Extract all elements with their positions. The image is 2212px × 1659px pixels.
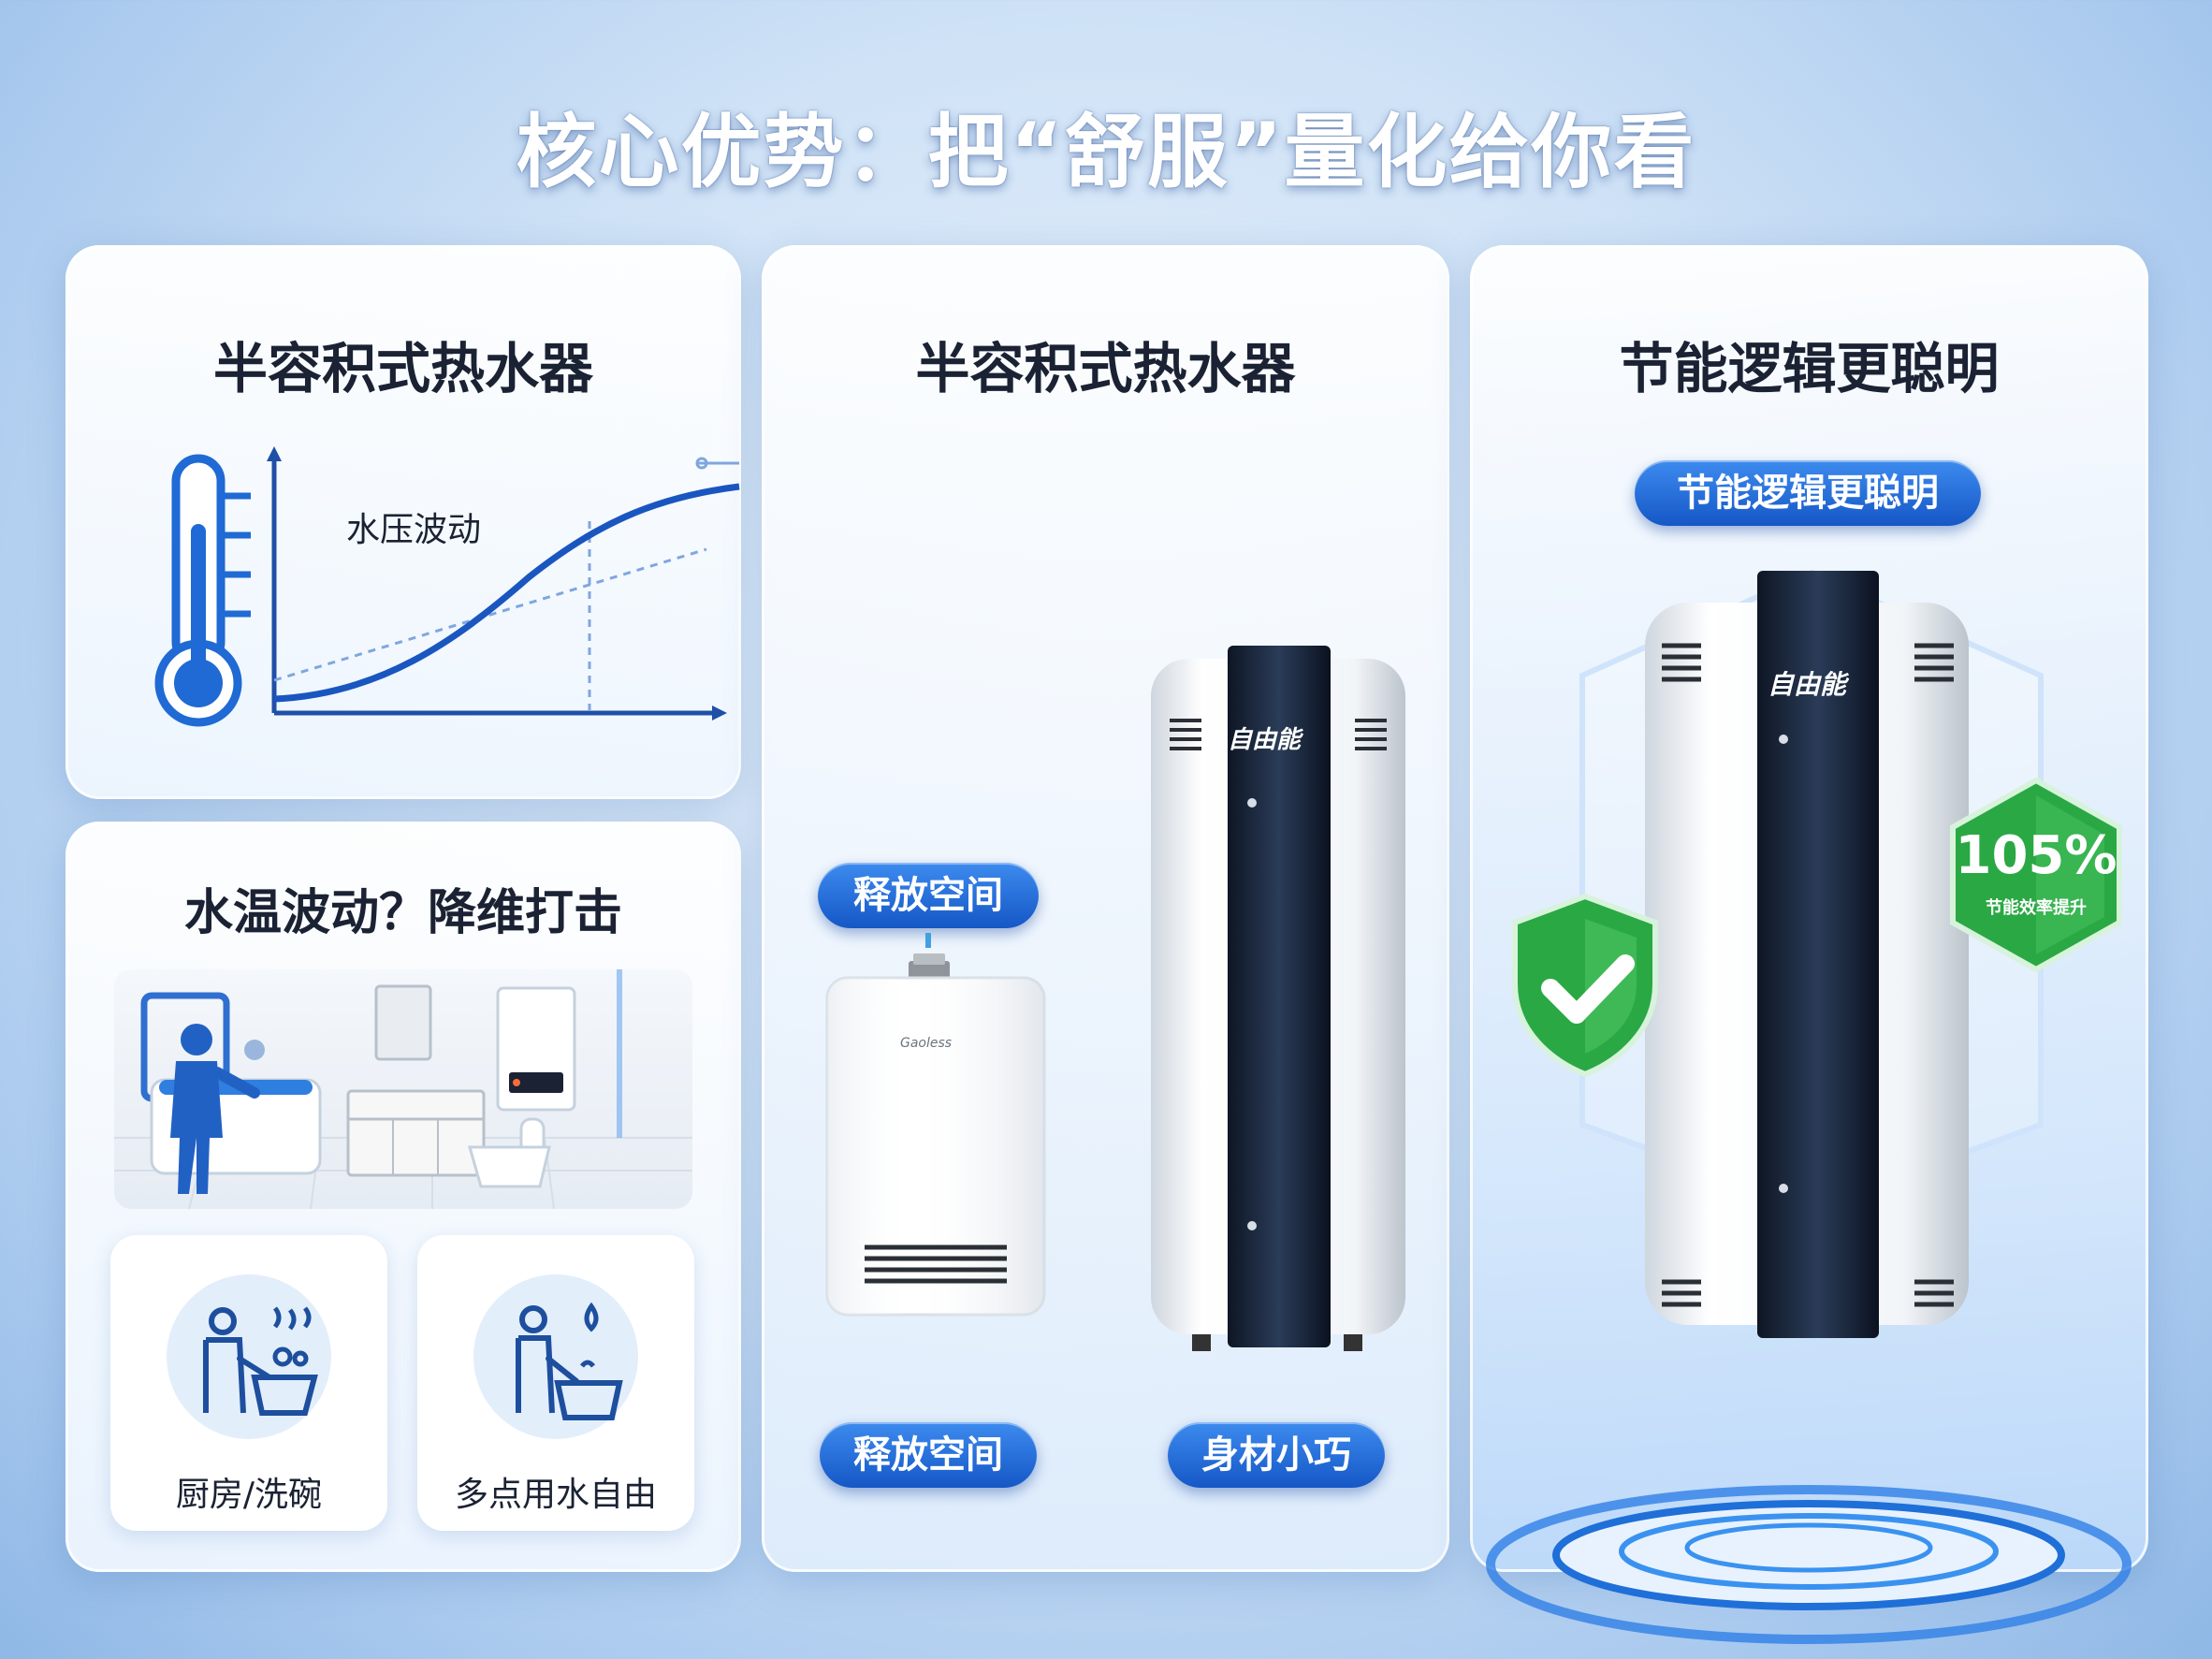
tall-water-heater-image: [1151, 646, 1405, 1351]
glowing-platform: [1486, 1485, 2132, 1644]
chart-label: 水压波动: [346, 511, 482, 549]
kitchen-washing-icon: [167, 1274, 331, 1439]
badge-compact-size: 身材小巧: [1168, 1422, 1385, 1488]
badge-energy-saving: 节能逻辑更聪明: [1635, 460, 1981, 526]
page-title: 核心优势：把“舒服”量化给你看: [516, 106, 1696, 199]
card-title: 半容积式热水器: [212, 337, 593, 400]
card-title: 水温波动？降维打击: [183, 885, 622, 941]
thermometer-icon: [154, 454, 251, 727]
shield-check-icon: [1512, 893, 1658, 1078]
multi-point-water-icon: [473, 1274, 638, 1439]
card-pressure-chart: 半容积式热水器 水压波动: [65, 245, 741, 799]
efficiency-caption: 节能效率提升: [1986, 898, 2087, 918]
feature-card-multi-point[interactable]: 多点用水自由: [417, 1235, 694, 1531]
feature-card-kitchen[interactable]: 厨房/洗碗: [110, 1235, 387, 1531]
badge-release-space: 释放空间: [820, 1422, 1037, 1488]
bathroom-scene-image: [114, 969, 692, 1209]
card-energy-saving: 节能逻辑更聪明 节能逻辑更聪明: [1470, 245, 2148, 1644]
badge-release-space-top: 释放空间: [818, 863, 1039, 928]
feature-label: 多点用水自由: [454, 1476, 657, 1514]
bathroom-illustration: [114, 969, 692, 1209]
card-title: 半容积式热水器: [915, 337, 1296, 400]
energy-heater-brand: 自由能: [1768, 669, 1847, 700]
feature-label: 厨房/洗碗: [175, 1476, 323, 1514]
card-comparison: 半容积式热水器 释放空间 Gaoless: [762, 245, 1449, 1572]
efficiency-hexagon-badge: [1950, 777, 2122, 973]
card-temperature: 水温波动？降维打击: [65, 822, 741, 1572]
compact-water-heater-image: [825, 933, 1046, 1317]
card-title: 节能逻辑更聪明: [1619, 337, 2000, 400]
pressure-curve-chart: [267, 446, 740, 720]
small-heater-brand: Gaoless: [900, 1036, 953, 1051]
tall-heater-brand: 自由能: [1228, 726, 1302, 754]
energy-heater-image: [1645, 571, 1969, 1338]
efficiency-percent: 105%: [1955, 825, 2117, 886]
